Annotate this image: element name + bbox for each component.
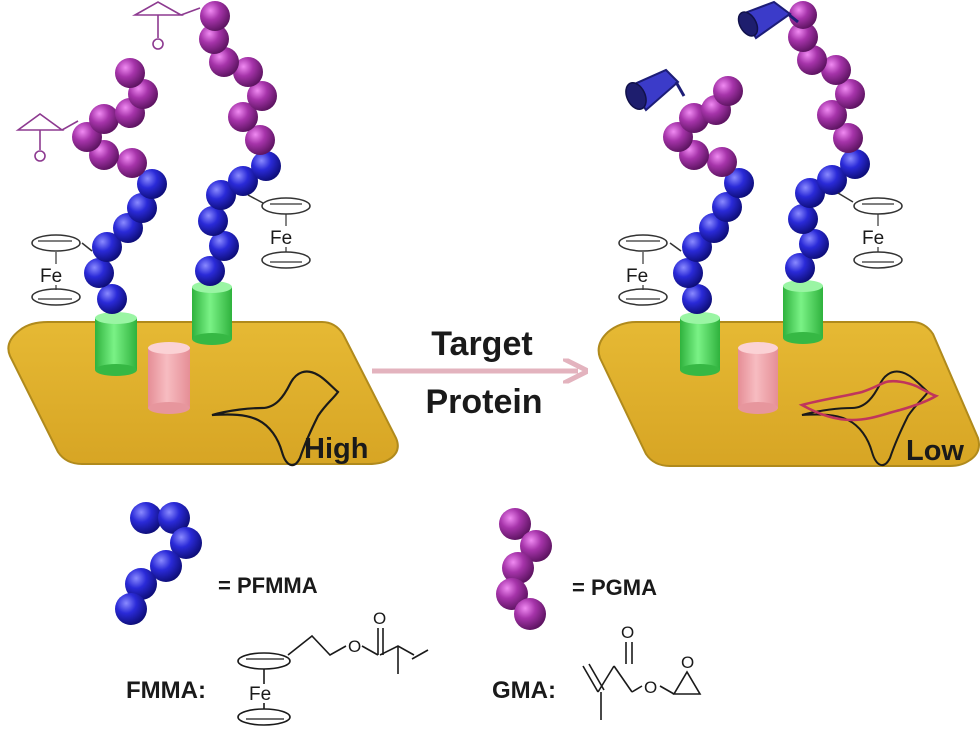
legend-pgma-chain — [496, 508, 552, 630]
pgma-bead — [817, 100, 847, 130]
pfmma-bead — [97, 284, 127, 314]
pgma-bead — [707, 147, 737, 177]
pfmma-bead — [785, 253, 815, 283]
gma-oxygen-ester: O — [644, 678, 657, 697]
svg-text:Fe: Fe — [626, 266, 648, 287]
reaction-arrow: Target Protein — [372, 325, 578, 421]
ferrocene-group: Fe — [247, 194, 311, 269]
legend-pfmma-label: = PFMMA — [218, 573, 318, 598]
signal-label-high: High — [304, 433, 368, 465]
svg-text:Fe: Fe — [270, 228, 292, 249]
pfmma-bead — [840, 149, 870, 179]
right-panel: Low — [597, 0, 980, 467]
gma-structure — [582, 642, 702, 720]
polymer-brush-chain — [195, 1, 281, 286]
pgma-bead — [117, 148, 147, 178]
pfmma-bead — [673, 258, 703, 288]
fmma-iron-atom: Fe — [249, 684, 271, 705]
legend-gma-label: GMA: — [492, 677, 556, 704]
pgma-bead — [247, 81, 277, 111]
green-anchor-cylinder — [192, 281, 232, 345]
legend-fmma-label: FMMA: — [126, 677, 206, 704]
pfmma-bead — [788, 204, 818, 234]
bound-receptor — [737, 0, 799, 40]
green-anchor-cylinder — [783, 280, 823, 344]
polymer-brush-chain — [663, 76, 754, 314]
fmma-structure — [237, 628, 429, 726]
pfmma-bead — [795, 178, 825, 208]
ferrocene-group: Fe — [837, 192, 903, 269]
gma-oxygen-carbonyl: O — [621, 623, 634, 642]
pgma-bead — [835, 79, 865, 109]
pgma-bead — [199, 24, 229, 54]
pfmma-bead — [84, 258, 114, 288]
fmma-oxygen-ester: O — [348, 637, 361, 656]
pgma-bead — [788, 22, 818, 52]
pink-blocker-cylinder — [738, 342, 778, 414]
pfmma-bead — [206, 180, 236, 210]
polymer-brush-chain — [72, 58, 167, 314]
green-anchor-cylinder — [95, 312, 137, 376]
cv-curve-original — [801, 370, 930, 467]
pfmma-bead — [137, 169, 167, 199]
pgma-bead — [233, 57, 263, 87]
arrow-label-line1: Target — [431, 325, 532, 363]
pgma-bead — [89, 104, 119, 134]
pfmma-bead — [724, 168, 754, 198]
pgma-bead — [833, 123, 863, 153]
pgma-bead — [228, 102, 258, 132]
ferrocene-group: Fe — [31, 234, 93, 306]
pfmma-bead — [251, 151, 281, 181]
polymer-brush-chain — [785, 1, 870, 283]
svg-text:Fe: Fe — [862, 228, 884, 249]
pgma-bead — [200, 1, 230, 31]
pgma-bead — [789, 1, 817, 29]
pgma-bead — [821, 55, 851, 85]
epoxide-end-group — [131, 1, 201, 50]
legend-pfmma-chain — [115, 502, 202, 625]
pfmma-bead — [682, 284, 712, 314]
pink-blocker-cylinder — [148, 342, 190, 414]
pfmma-bead — [209, 231, 239, 261]
pfmma-bead — [799, 229, 829, 259]
green-anchor-cylinder — [680, 312, 720, 376]
pgma-bead — [245, 125, 275, 155]
legend-pgma-label: = PGMA — [572, 575, 657, 600]
pfmma-bead — [195, 256, 225, 286]
legend: = PFMMA = PGMA FMMA: Fe O O — [115, 502, 702, 726]
pfmma-bead — [712, 192, 742, 222]
signal-label-low: Low — [906, 435, 964, 467]
pgma-bead — [713, 76, 743, 106]
left-panel: High — [7, 1, 399, 467]
cv-curve-high — [211, 370, 340, 467]
pfmma-bead — [127, 193, 157, 223]
gma-oxygen-epoxide: O — [681, 653, 694, 672]
cv-curve-low — [798, 379, 940, 422]
pfmma-bead — [228, 166, 258, 196]
ferrocene-group: Fe — [618, 234, 682, 306]
bound-receptor — [625, 68, 686, 112]
pfmma-bead — [198, 206, 228, 236]
fmma-oxygen-carbonyl: O — [373, 609, 386, 628]
pgma-bead — [209, 47, 239, 77]
svg-text:Fe: Fe — [40, 266, 62, 287]
arrow-label-line2: Protein — [425, 383, 542, 421]
pgma-bead — [115, 58, 145, 88]
pgma-bead — [797, 45, 827, 75]
pfmma-bead — [92, 232, 122, 262]
pfmma-bead — [817, 165, 847, 195]
epoxide-end-group — [15, 113, 79, 162]
